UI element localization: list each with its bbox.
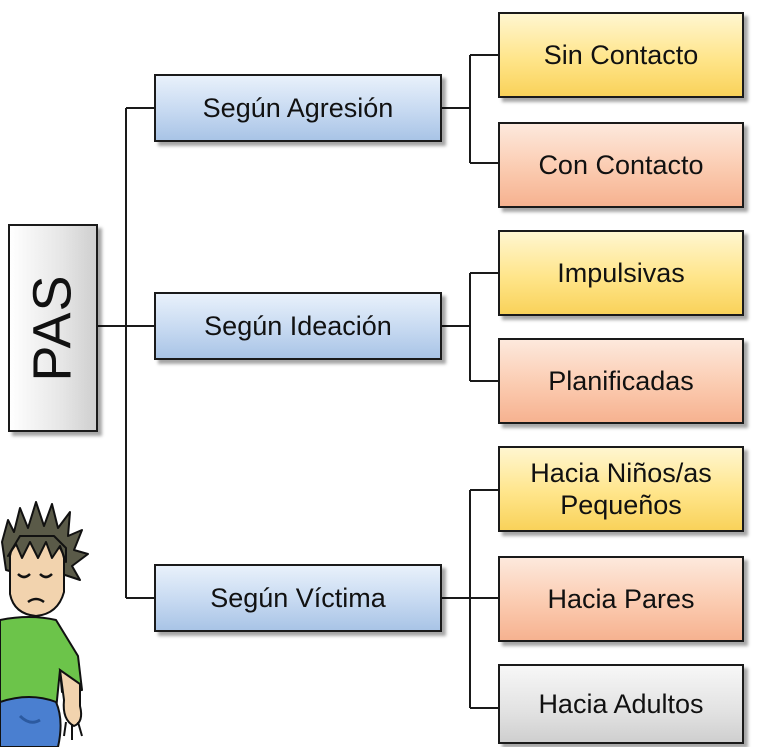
leaf-label: Hacia Adultos (538, 688, 704, 719)
category-label: Según Ideación (204, 310, 392, 341)
category-node-agresion: Según Agresión (154, 74, 442, 142)
root-node-pas: PAS (8, 224, 98, 432)
leaf-label: Hacia Niños/as Pequeños (530, 457, 712, 520)
leaf-node-con-contacto: Con Contacto (498, 122, 744, 208)
leaf-node-impulsivas: Impulsivas (498, 230, 744, 316)
leaf-label: Sin Contacto (543, 39, 699, 70)
category-node-ideacion: Según Ideación (154, 292, 442, 360)
leaf-label: Hacia Pares (547, 583, 695, 614)
leaf-node-planificadas: Planificadas (498, 338, 744, 424)
leaf-node-sin-contacto: Sin Contacto (498, 12, 744, 98)
leaf-label: Planificadas (548, 365, 694, 396)
sad-boy-illustration (0, 501, 89, 747)
leaf-node-hacia-pares: Hacia Pares (498, 556, 744, 642)
root-label: PAS (23, 274, 84, 382)
category-label: Según Víctima (210, 582, 386, 613)
category-node-victima: Según Víctima (154, 564, 442, 632)
category-label: Según Agresión (202, 92, 394, 123)
leaf-node-hacia-ninos: Hacia Niños/as Pequeños (498, 446, 744, 532)
leaf-node-hacia-adultos: Hacia Adultos (498, 664, 744, 744)
leaf-label: Impulsivas (557, 257, 685, 288)
leaf-label: Con Contacto (538, 149, 704, 180)
